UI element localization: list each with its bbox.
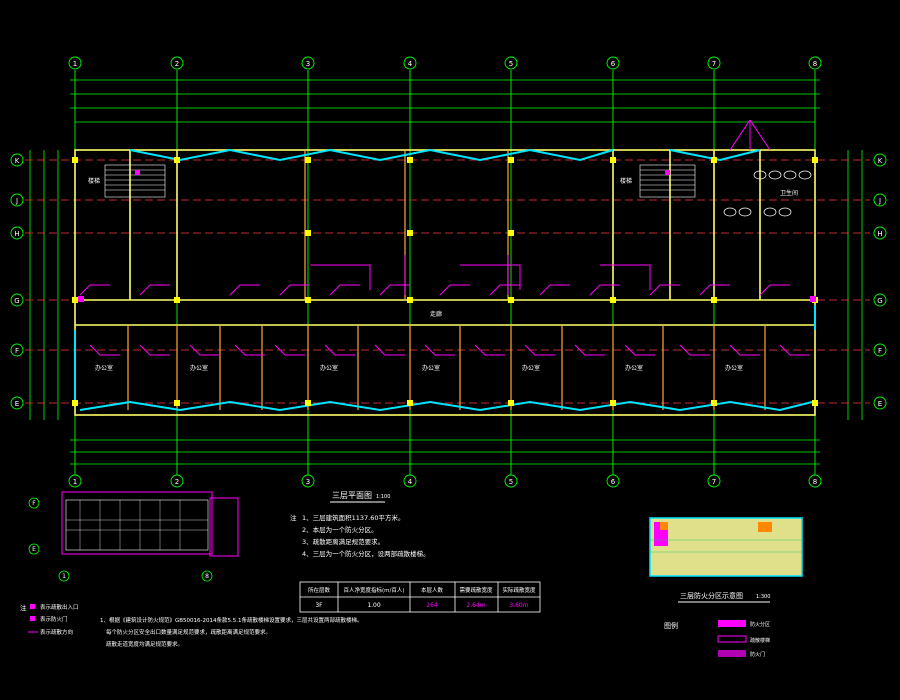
axis-label: 1 <box>62 573 66 580</box>
note-line: 2、本层为一个防火分区。 <box>302 525 378 534</box>
axis-label: 6 <box>611 60 616 68</box>
axis-label: 7 <box>712 60 716 68</box>
table-header: 所在层数 <box>308 586 331 594</box>
fire-zone-plan: 三层防火分区示意图 1:300 <box>649 517 803 603</box>
axis-label: 8 <box>813 478 817 486</box>
stair-left <box>104 164 166 198</box>
window-lines <box>74 148 816 412</box>
axis-label: K <box>878 157 883 165</box>
axis-label: 6 <box>611 478 616 486</box>
axis-label: F <box>15 347 19 355</box>
note-line: 4、三层为一个防火分区，设两部疏散楼梯。 <box>302 549 430 558</box>
table-cell: 264 <box>426 602 438 609</box>
room-label-corridor: 走廊 <box>430 310 442 318</box>
axis-label: 5 <box>509 60 513 68</box>
notes-label: 注 <box>290 513 297 522</box>
top-dimension-lines <box>29 79 863 465</box>
table-header: 百人净宽度指标(m/百人) <box>343 586 404 594</box>
axis-label: 1 <box>73 60 77 68</box>
exit-markers <box>78 170 816 302</box>
axis-label: 5 <box>509 478 513 486</box>
table-cell: 3F <box>315 602 323 609</box>
table-header: 本层人数 <box>421 586 444 594</box>
main-plan-scale: 1:100 <box>376 494 390 500</box>
axis-label: F <box>878 347 882 355</box>
room-label-stair: 楼梯 <box>88 177 100 185</box>
key-plan-left: F E 1 8 <box>28 491 239 582</box>
axis-label: J <box>15 197 18 205</box>
zone-legend-title: 图例 <box>664 621 678 630</box>
left-legend: 注 表示疏散出入口 表示防火门 表示疏散方向 <box>20 603 79 636</box>
left-legend-item: 表示疏散出入口 <box>40 603 79 611</box>
room-label-office: 办公室 <box>522 364 540 372</box>
toilet-fixtures <box>723 170 812 217</box>
row-axis-bubbles: K J H G F E K J H G F E <box>10 153 887 410</box>
axis-label: 2 <box>175 478 179 486</box>
notes-block: 注 1、三层建筑面积1137.60平方米。 2、本层为一个防火分区。 3、疏散距… <box>290 513 430 558</box>
building-walls <box>74 149 816 416</box>
zone-legend-swatch <box>718 650 746 657</box>
room-label-office: 办公室 <box>422 364 440 372</box>
room-label-office: 办公室 <box>95 364 113 372</box>
zone-legend-swatch <box>717 635 747 643</box>
zone-legend-item: 防火分区 <box>750 621 770 628</box>
axis-label: G <box>877 297 882 305</box>
zone-legend-item: 防火门 <box>750 651 765 658</box>
horizontal-axis-lines <box>25 159 870 404</box>
note-line: 1、三层建筑面积1137.60平方米。 <box>302 513 405 522</box>
zone-plan-scale: 1:300 <box>756 594 770 600</box>
axis-label: G <box>14 297 19 305</box>
room-label-office: 办公室 <box>625 364 643 372</box>
table-cell: 3.60m <box>509 602 528 609</box>
axis-label: H <box>877 230 882 238</box>
note-line: 3、疏散距离满足规范要求。 <box>302 537 384 546</box>
axis-label: H <box>14 230 19 238</box>
room-label-toilet: 卫生间 <box>780 189 798 197</box>
bottom-notes: 1、根据《建筑设计防火规范》GB50016-2014条款5.5.1条疏散楼梯设置… <box>100 616 363 648</box>
zone-legend-item: 疏散楼梯 <box>750 637 770 644</box>
zone-legend-swatch <box>718 620 746 627</box>
axis-label: 8 <box>813 60 817 68</box>
left-legend-title: 注 <box>20 603 27 612</box>
main-plan-title: 三层平面图 <box>332 491 372 500</box>
axis-label: E <box>32 546 36 553</box>
left-legend-item: 表示疏散方向 <box>40 628 73 636</box>
axis-label: 4 <box>408 478 413 486</box>
axis-label: 1 <box>73 478 77 486</box>
evacuation-width-table: 所在层数 百人净宽度指标(m/百人) 本层人数 需要疏散宽度 实际疏散宽度 3F… <box>299 581 541 613</box>
main-floor-plan: 1 2 3 4 5 6 7 8 1 2 3 4 5 6 7 8 <box>10 56 887 488</box>
table-header: 实际疏散宽度 <box>502 586 536 594</box>
axis-label: 3 <box>306 60 310 68</box>
axis-label: E <box>15 400 19 408</box>
axis-label: 7 <box>712 478 716 486</box>
axis-label: E <box>878 400 882 408</box>
bottom-note-line: 1、根据《建筑设计防火规范》GB50016-2014条款5.5.1条疏散楼梯设置… <box>100 616 363 624</box>
bottom-note-line: 疏散走道宽度均满足规范要求。 <box>106 640 183 648</box>
zone-legend: 图例 防火分区 疏散楼梯 防火门 <box>664 620 770 658</box>
room-label-office: 办公室 <box>190 364 208 372</box>
room-label-stair: 楼梯 <box>620 177 632 185</box>
zone-plan-title: 三层防火分区示意图 <box>680 591 743 600</box>
table-cell: 2.64m <box>466 602 485 609</box>
axis-label: F <box>32 500 36 507</box>
main-plan-title-block: 三层平面图 1:100 <box>330 491 390 503</box>
room-label-office: 办公室 <box>320 364 338 372</box>
table-header: 需要疏散宽度 <box>459 586 493 594</box>
axis-label: J <box>878 197 881 205</box>
axis-label: 2 <box>175 60 179 68</box>
structural-columns <box>72 157 818 406</box>
left-legend-item: 表示防火门 <box>40 615 68 623</box>
column-axis-bubbles-top: 1 2 3 4 5 6 7 8 1 2 3 4 5 6 7 8 <box>68 56 822 488</box>
axis-label: K <box>15 157 20 165</box>
axis-label: 8 <box>205 573 209 580</box>
room-labels: 楼梯 楼梯 卫生间 办公室 办公室 办公室 办公室 办公室 办公室 办公室 走廊 <box>88 177 798 372</box>
evacuation-route-lines <box>79 119 810 356</box>
table-cell: 1.00 <box>367 602 381 609</box>
bottom-note-line: 每个防火分区安全出口数量满足规范要求，疏散距离满足规范要求。 <box>106 628 271 636</box>
stair-right <box>639 164 696 198</box>
axis-label: 3 <box>306 478 310 486</box>
axis-label: 4 <box>408 60 413 68</box>
room-label-office: 办公室 <box>725 364 743 372</box>
